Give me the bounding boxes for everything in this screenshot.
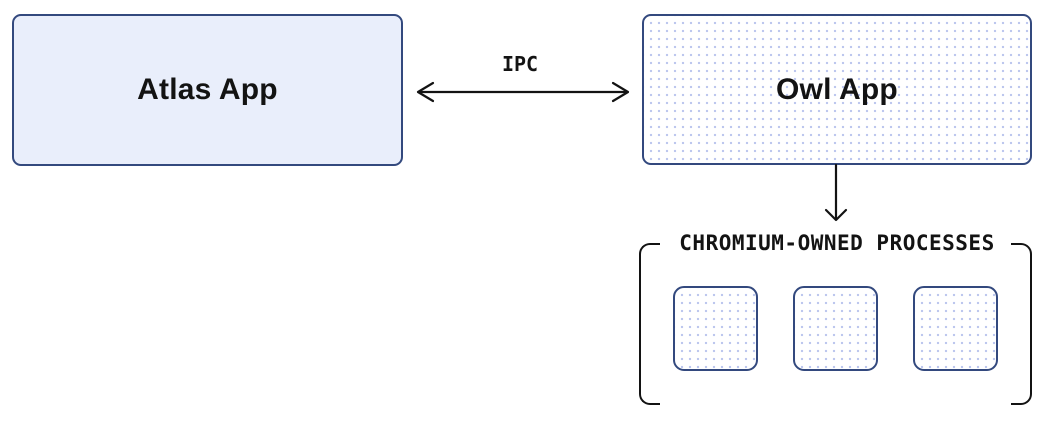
atlas-app-box: Atlas App bbox=[12, 14, 403, 166]
owl-app-label: Owl App bbox=[776, 72, 898, 106]
chromium-processes-label: CHROMIUM-OWNED PROCESSES bbox=[679, 231, 995, 255]
bracket-right-icon bbox=[1011, 243, 1032, 405]
ipc-label: IPC bbox=[501, 52, 539, 76]
process-box bbox=[913, 286, 998, 371]
process-box bbox=[793, 286, 878, 371]
process-box-row bbox=[673, 286, 998, 371]
bracket-left-icon bbox=[639, 243, 660, 405]
process-box bbox=[673, 286, 758, 371]
ipc-bidirectional-arrow-icon bbox=[416, 81, 630, 103]
atlas-app-label: Atlas App bbox=[137, 73, 278, 106]
owl-to-processes-arrow-icon bbox=[824, 163, 848, 222]
owl-app-box: Owl App bbox=[642, 14, 1032, 165]
